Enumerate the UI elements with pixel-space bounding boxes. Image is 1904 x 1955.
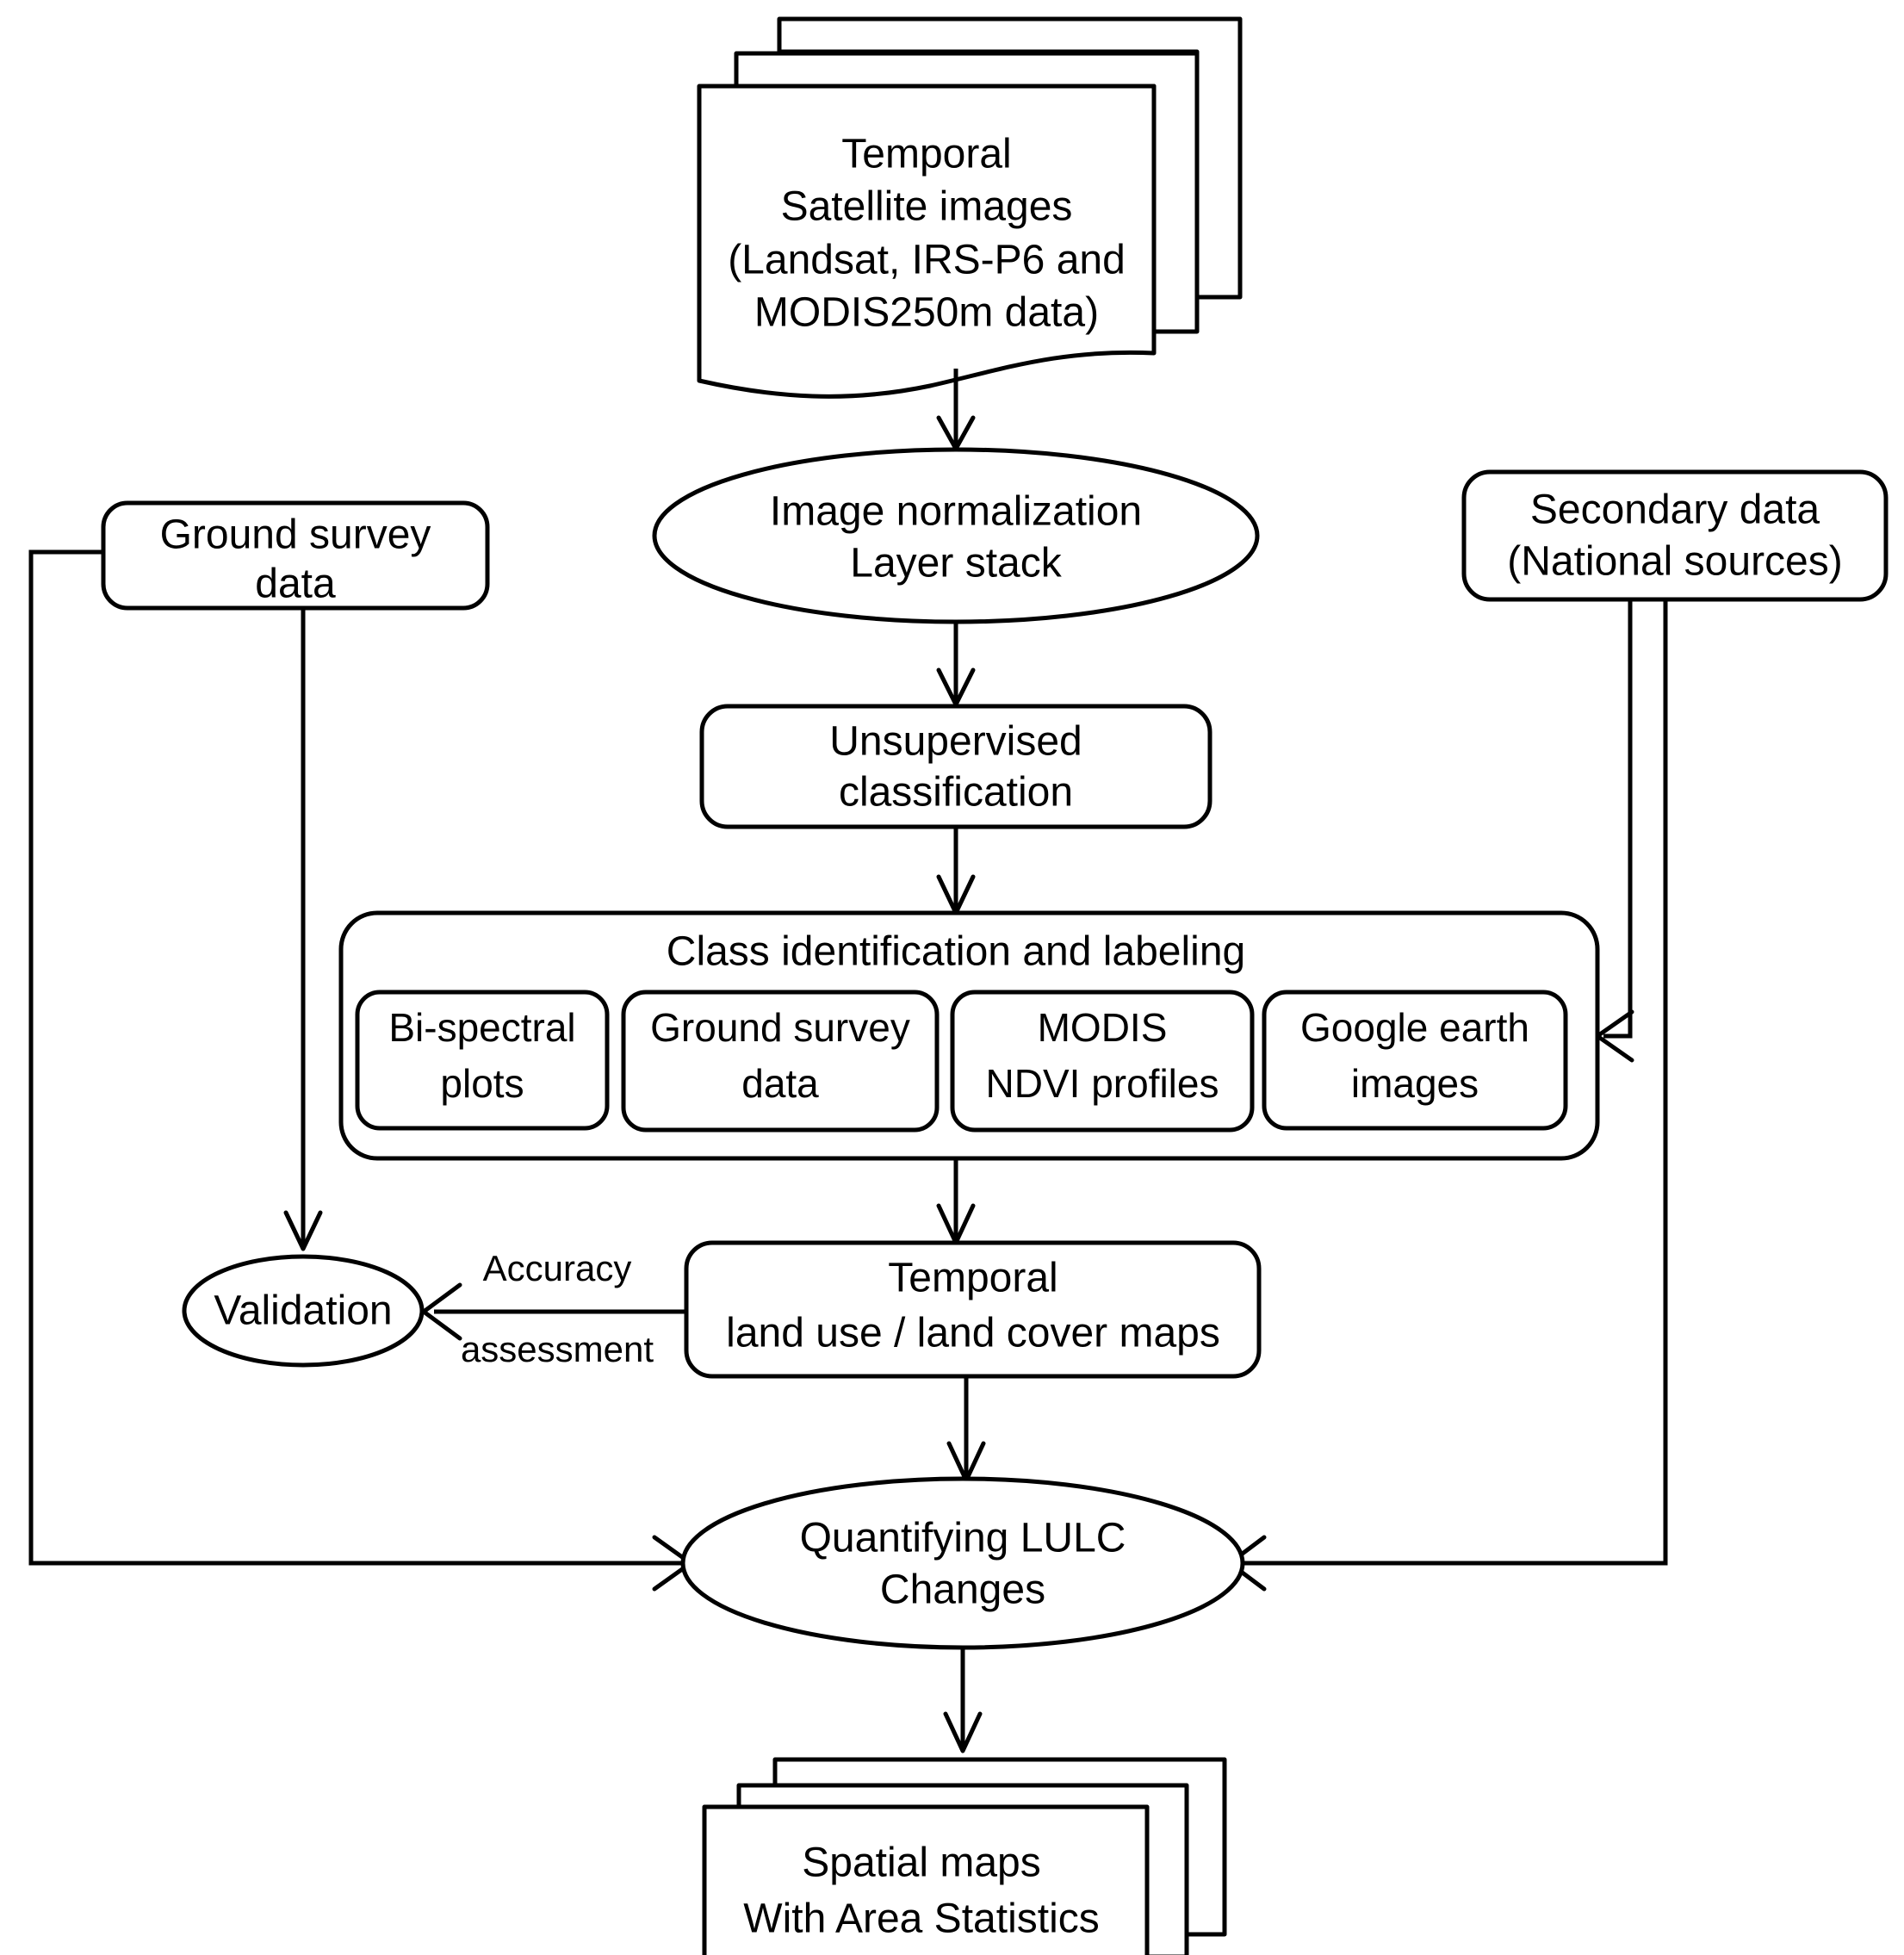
- secondary-data-line-2: (National sources): [1507, 539, 1842, 585]
- bi-spectral-plots-line-1: Bi-spectral: [388, 1005, 575, 1050]
- modis-ndvi-line-1: MODIS: [1038, 1005, 1168, 1050]
- edge-normalization-to-unsupervised: [936, 622, 976, 707]
- google-earth-line-2: images: [1351, 1061, 1479, 1106]
- ellipse-image-normalization: [652, 447, 1260, 624]
- class-ground-survey-line-1: Ground survey: [650, 1005, 910, 1050]
- rect-class-ground-survey-data: [621, 990, 940, 1133]
- node-modis-ndvi-profiles: MODIS NDVI profiles: [950, 990, 1255, 1133]
- spatial-maps-line-2: With Area Statistics: [743, 1896, 1099, 1942]
- unsupervised-line-1: Unsupervised: [829, 719, 1082, 765]
- quantifying-lulc-line-2: Changes: [880, 1567, 1045, 1613]
- ellipse-quantifying-lulc-changes: [680, 1476, 1245, 1650]
- google-earth-line-1: Google earth: [1300, 1005, 1529, 1050]
- modis-ndvi-line-2: NDVI profiles: [986, 1061, 1219, 1106]
- temporal-satellite-line-1: Temporal: [841, 132, 1011, 177]
- rect-ground-survey-data: [101, 500, 490, 611]
- ground-survey-line-1: Ground survey: [160, 512, 431, 558]
- node-image-normalization: Image normalization Layer stack: [652, 447, 1260, 624]
- node-google-earth-images: Google earth images: [1262, 990, 1568, 1131]
- temporal-satellite-line-2: Satellite images: [781, 184, 1073, 230]
- temporal-satellite-line-3: (Landsat, IRS-P6 and: [728, 238, 1126, 283]
- rect-bi-spectral-plots: [355, 990, 610, 1131]
- bi-spectral-plots-line-2: plots: [440, 1061, 524, 1106]
- unsupervised-line-2: classification: [839, 770, 1073, 816]
- node-class-ground-survey-data: Ground survey data: [621, 990, 940, 1133]
- spatial-maps-line-1: Spatial maps: [802, 1840, 1040, 1886]
- node-spatial-maps: Spatial maps With Area Statistics: [702, 1757, 1227, 1955]
- node-ground-survey-data: Ground survey data: [101, 500, 490, 611]
- rect-secondary-data: [1461, 469, 1888, 602]
- node-bi-spectral-plots: Bi-spectral plots: [355, 990, 610, 1131]
- temporal-satellite-line-4: MODIS250m data): [754, 290, 1099, 336]
- node-temporal-satellite-images: Temporal Satellite images (Landsat, IRS-…: [697, 16, 1243, 399]
- rect-google-earth-images: [1262, 990, 1568, 1131]
- edge-lulc-maps-to-validation: Accuracy assessment: [421, 1248, 685, 1369]
- node-unsupervised-classification: Unsupervised classification: [699, 704, 1212, 829]
- edge-unsupervised-to-class-identification: [936, 827, 976, 915]
- image-normalization-line-1: Image normalization: [770, 489, 1142, 535]
- node-class-identification-group: Class identification and labeling Bi-spe…: [338, 910, 1600, 1161]
- node-temporal-lulc-maps: Temporal land use / land cover maps: [684, 1240, 1262, 1379]
- accuracy-assessment-line-2: assessment: [461, 1329, 654, 1369]
- secondary-data-line-1: Secondary data: [1530, 487, 1820, 533]
- validation-label: Validation: [214, 1288, 392, 1334]
- class-ground-survey-line-2: data: [741, 1061, 819, 1106]
- ground-survey-line-2: data: [255, 562, 336, 607]
- quantifying-lulc-line-1: Quantifying LULC: [800, 1516, 1126, 1561]
- image-normalization-line-2: Layer stack: [850, 541, 1062, 586]
- node-secondary-data: Secondary data (National sources): [1461, 469, 1888, 602]
- class-identification-title: Class identification and labeling: [667, 929, 1245, 975]
- edge-quantifying-to-spatial-maps: [943, 1648, 983, 1753]
- node-validation: Validation: [182, 1254, 425, 1368]
- accuracy-assessment-line-1: Accuracy: [483, 1248, 632, 1288]
- edge-secondary-to-class-identification: [1595, 599, 1634, 1063]
- edge-ground-survey-to-validation: [283, 608, 323, 1251]
- edge-lulc-maps-to-quantifying: [946, 1376, 986, 1483]
- temporal-lulc-line-1: Temporal: [888, 1256, 1057, 1301]
- rect-temporal-lulc-maps: [684, 1240, 1262, 1379]
- temporal-lulc-line-2: land use / land cover maps: [726, 1311, 1220, 1356]
- document-sheet-front: [697, 84, 1157, 399]
- rect-modis-ndvi-profiles: [950, 990, 1255, 1133]
- spatial-maps-sheet-front: [702, 1804, 1150, 1955]
- edge-class-identification-to-lulc-maps: [936, 1158, 976, 1245]
- node-quantifying-lulc-changes: Quantifying LULC Changes: [680, 1476, 1245, 1650]
